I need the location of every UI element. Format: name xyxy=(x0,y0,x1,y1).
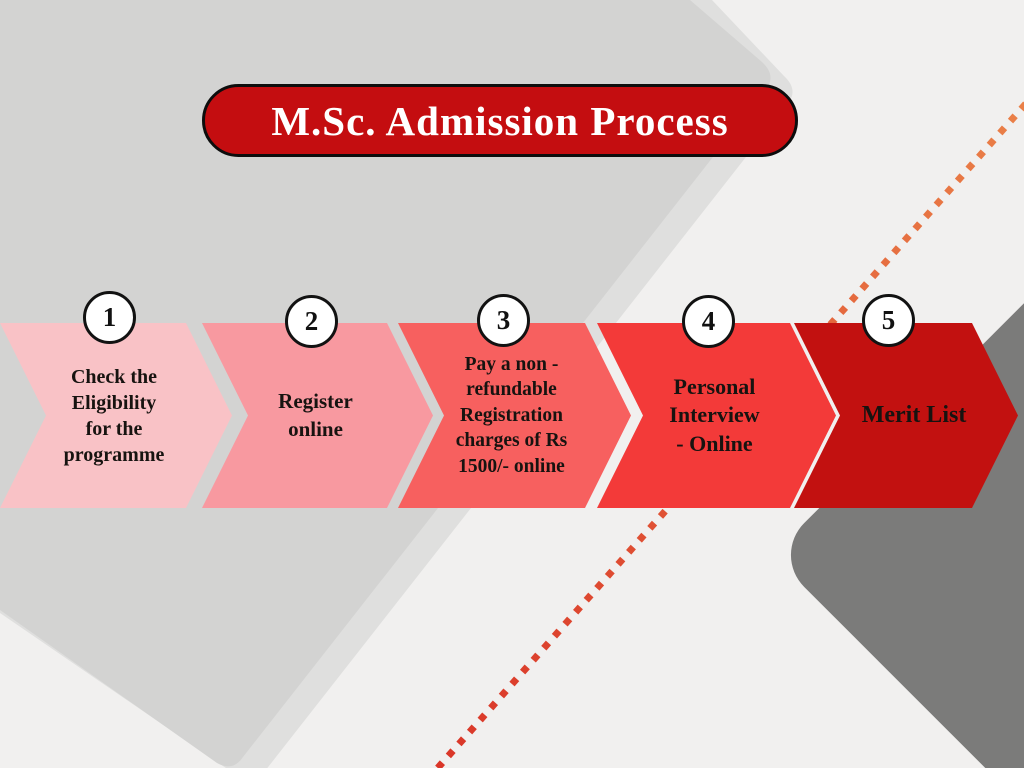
step-label-2: Register online xyxy=(278,389,353,441)
page-title: M.Sc. Admission Process xyxy=(271,97,729,144)
step-label-5: Merit List xyxy=(861,401,967,428)
step-label-1: Check the Eligibility for the programme xyxy=(63,365,165,466)
step-label-4: Personal Interview - Online xyxy=(669,373,760,456)
title-banner: M.Sc. Admission Process xyxy=(202,84,798,157)
step-number-badge-2: 2 xyxy=(285,295,338,348)
step-number-badge-1: 1 xyxy=(83,291,136,344)
step-label-3: Pay a non - refundable Registration char… xyxy=(455,354,568,477)
step-number-badge-4: 4 xyxy=(682,295,735,348)
step-number-badge-3: 3 xyxy=(477,294,530,347)
step-number-badge-5: 5 xyxy=(862,294,915,347)
